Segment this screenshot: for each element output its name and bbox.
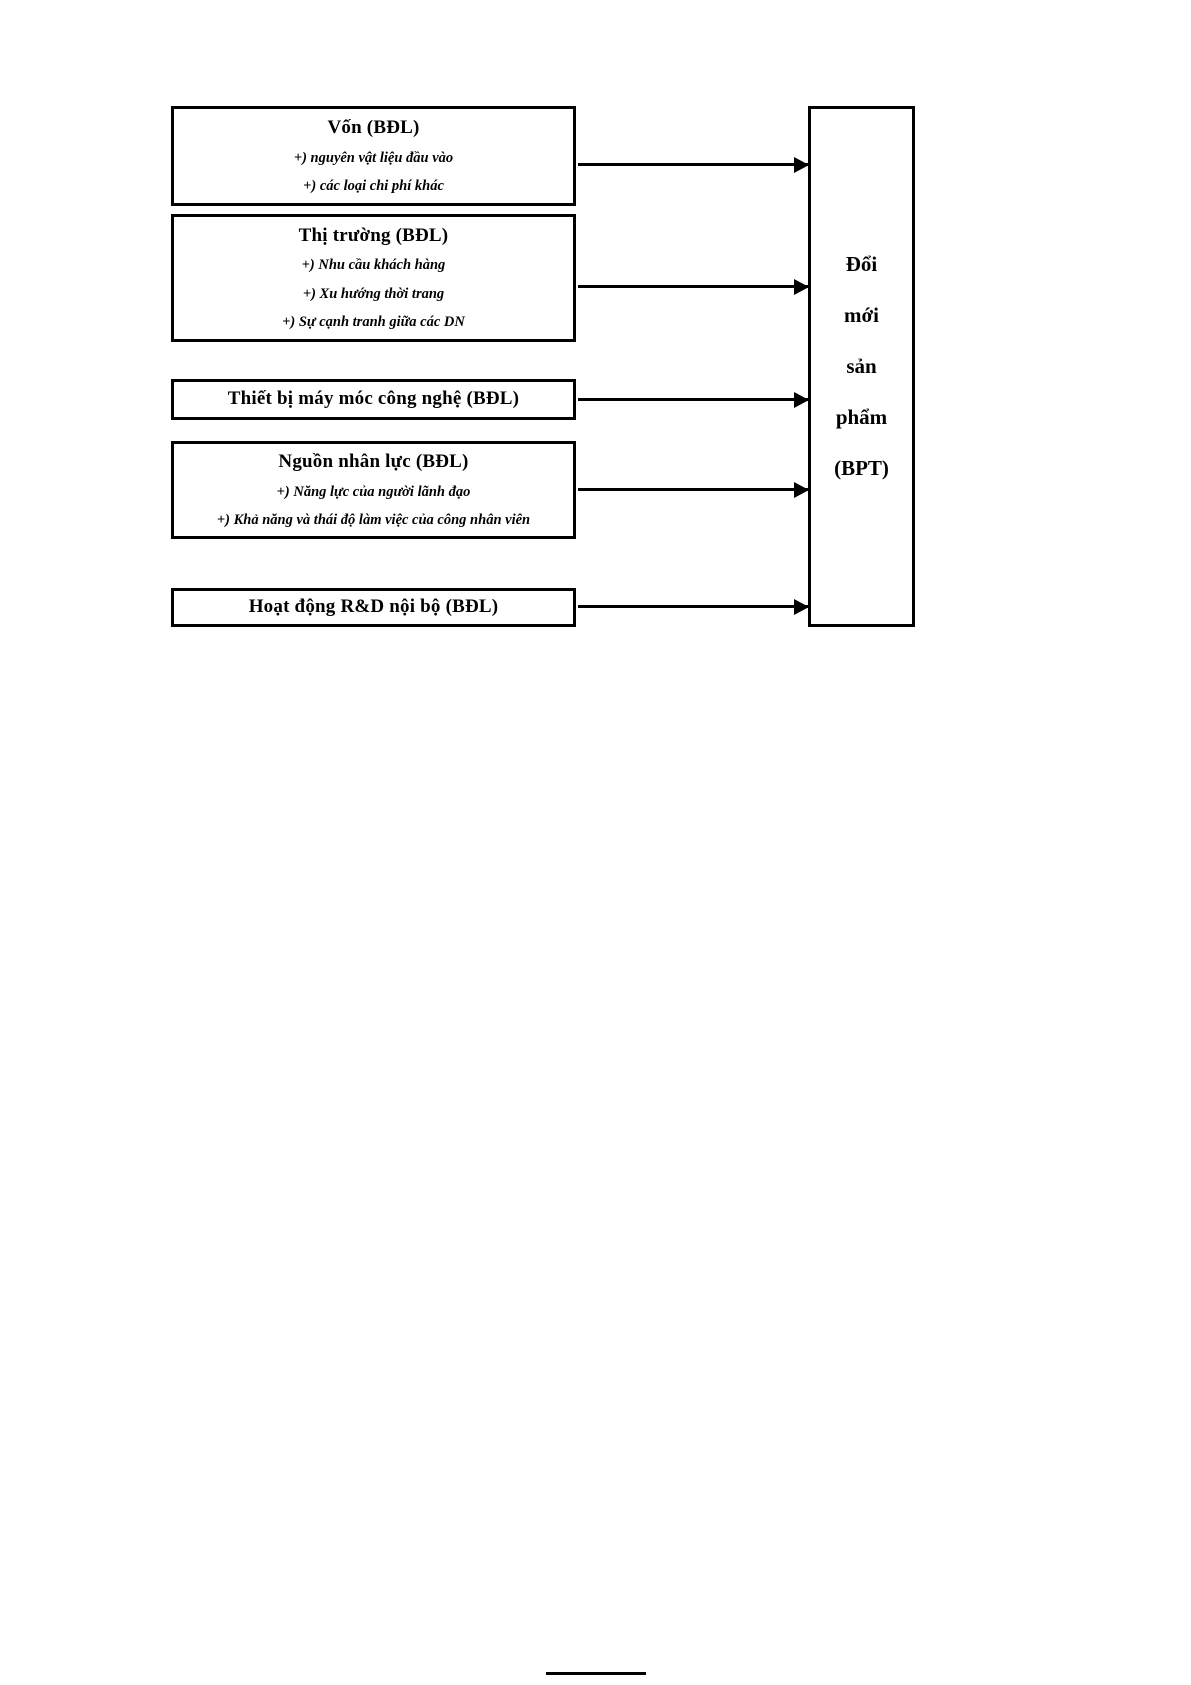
arrow-thi-truong-to-output xyxy=(578,285,808,288)
node-item: +) các loại chi phí khác xyxy=(303,177,444,194)
footer-rule xyxy=(546,1672,646,1675)
node-title: Thiết bị máy móc công nghệ (BĐL) xyxy=(227,388,520,410)
node-doi-moi-san-pham[interactable]: Đổi mới sản phẩm (BPT) xyxy=(808,106,915,627)
node-von[interactable]: Vốn (BĐL) +) nguyên vật liệu đầu vào +) … xyxy=(171,106,576,206)
node-thi-truong[interactable]: Thị trường (BĐL) +) Nhu cầu khách hàng +… xyxy=(171,214,576,342)
node-title: Nguồn nhân lực (BĐL) xyxy=(278,450,469,472)
node-thiet-bi[interactable]: Thiết bị máy móc công nghệ (BĐL) xyxy=(171,379,576,420)
node-item: +) nguyên vật liệu đầu vào xyxy=(293,149,454,166)
output-line: mới xyxy=(844,302,879,327)
arrow-rnd-to-output xyxy=(578,605,808,608)
node-rnd[interactable]: Hoạt động R&D nội bộ (BĐL) xyxy=(171,588,576,627)
output-line: Đổi xyxy=(845,251,878,276)
output-line: phẩm xyxy=(835,405,888,430)
output-line: sản xyxy=(846,353,877,378)
node-title: Hoạt động R&D nội bộ (BĐL) xyxy=(248,596,499,618)
arrow-von-to-output xyxy=(578,163,808,166)
node-title: Vốn (BĐL) xyxy=(327,116,420,138)
arrow-nhan-luc-to-output xyxy=(578,488,808,491)
node-item: +) Nhu cầu khách hàng xyxy=(301,257,446,274)
node-nhan-luc[interactable]: Nguồn nhân lực (BĐL) +) Năng lực của ngư… xyxy=(171,441,576,539)
node-item: +) Sự cạnh tranh giữa các DN xyxy=(282,314,465,331)
node-item: +) Năng lực của người lãnh đạo xyxy=(276,483,471,500)
node-title: Thị trường (BĐL) xyxy=(298,224,449,246)
node-item: +) Xu hướng thời trang xyxy=(302,285,445,302)
output-line: (BPT) xyxy=(834,456,889,481)
node-item: +) Khả năng và thái độ làm việc của công… xyxy=(216,511,531,528)
arrow-thiet-bi-to-output xyxy=(578,398,808,401)
